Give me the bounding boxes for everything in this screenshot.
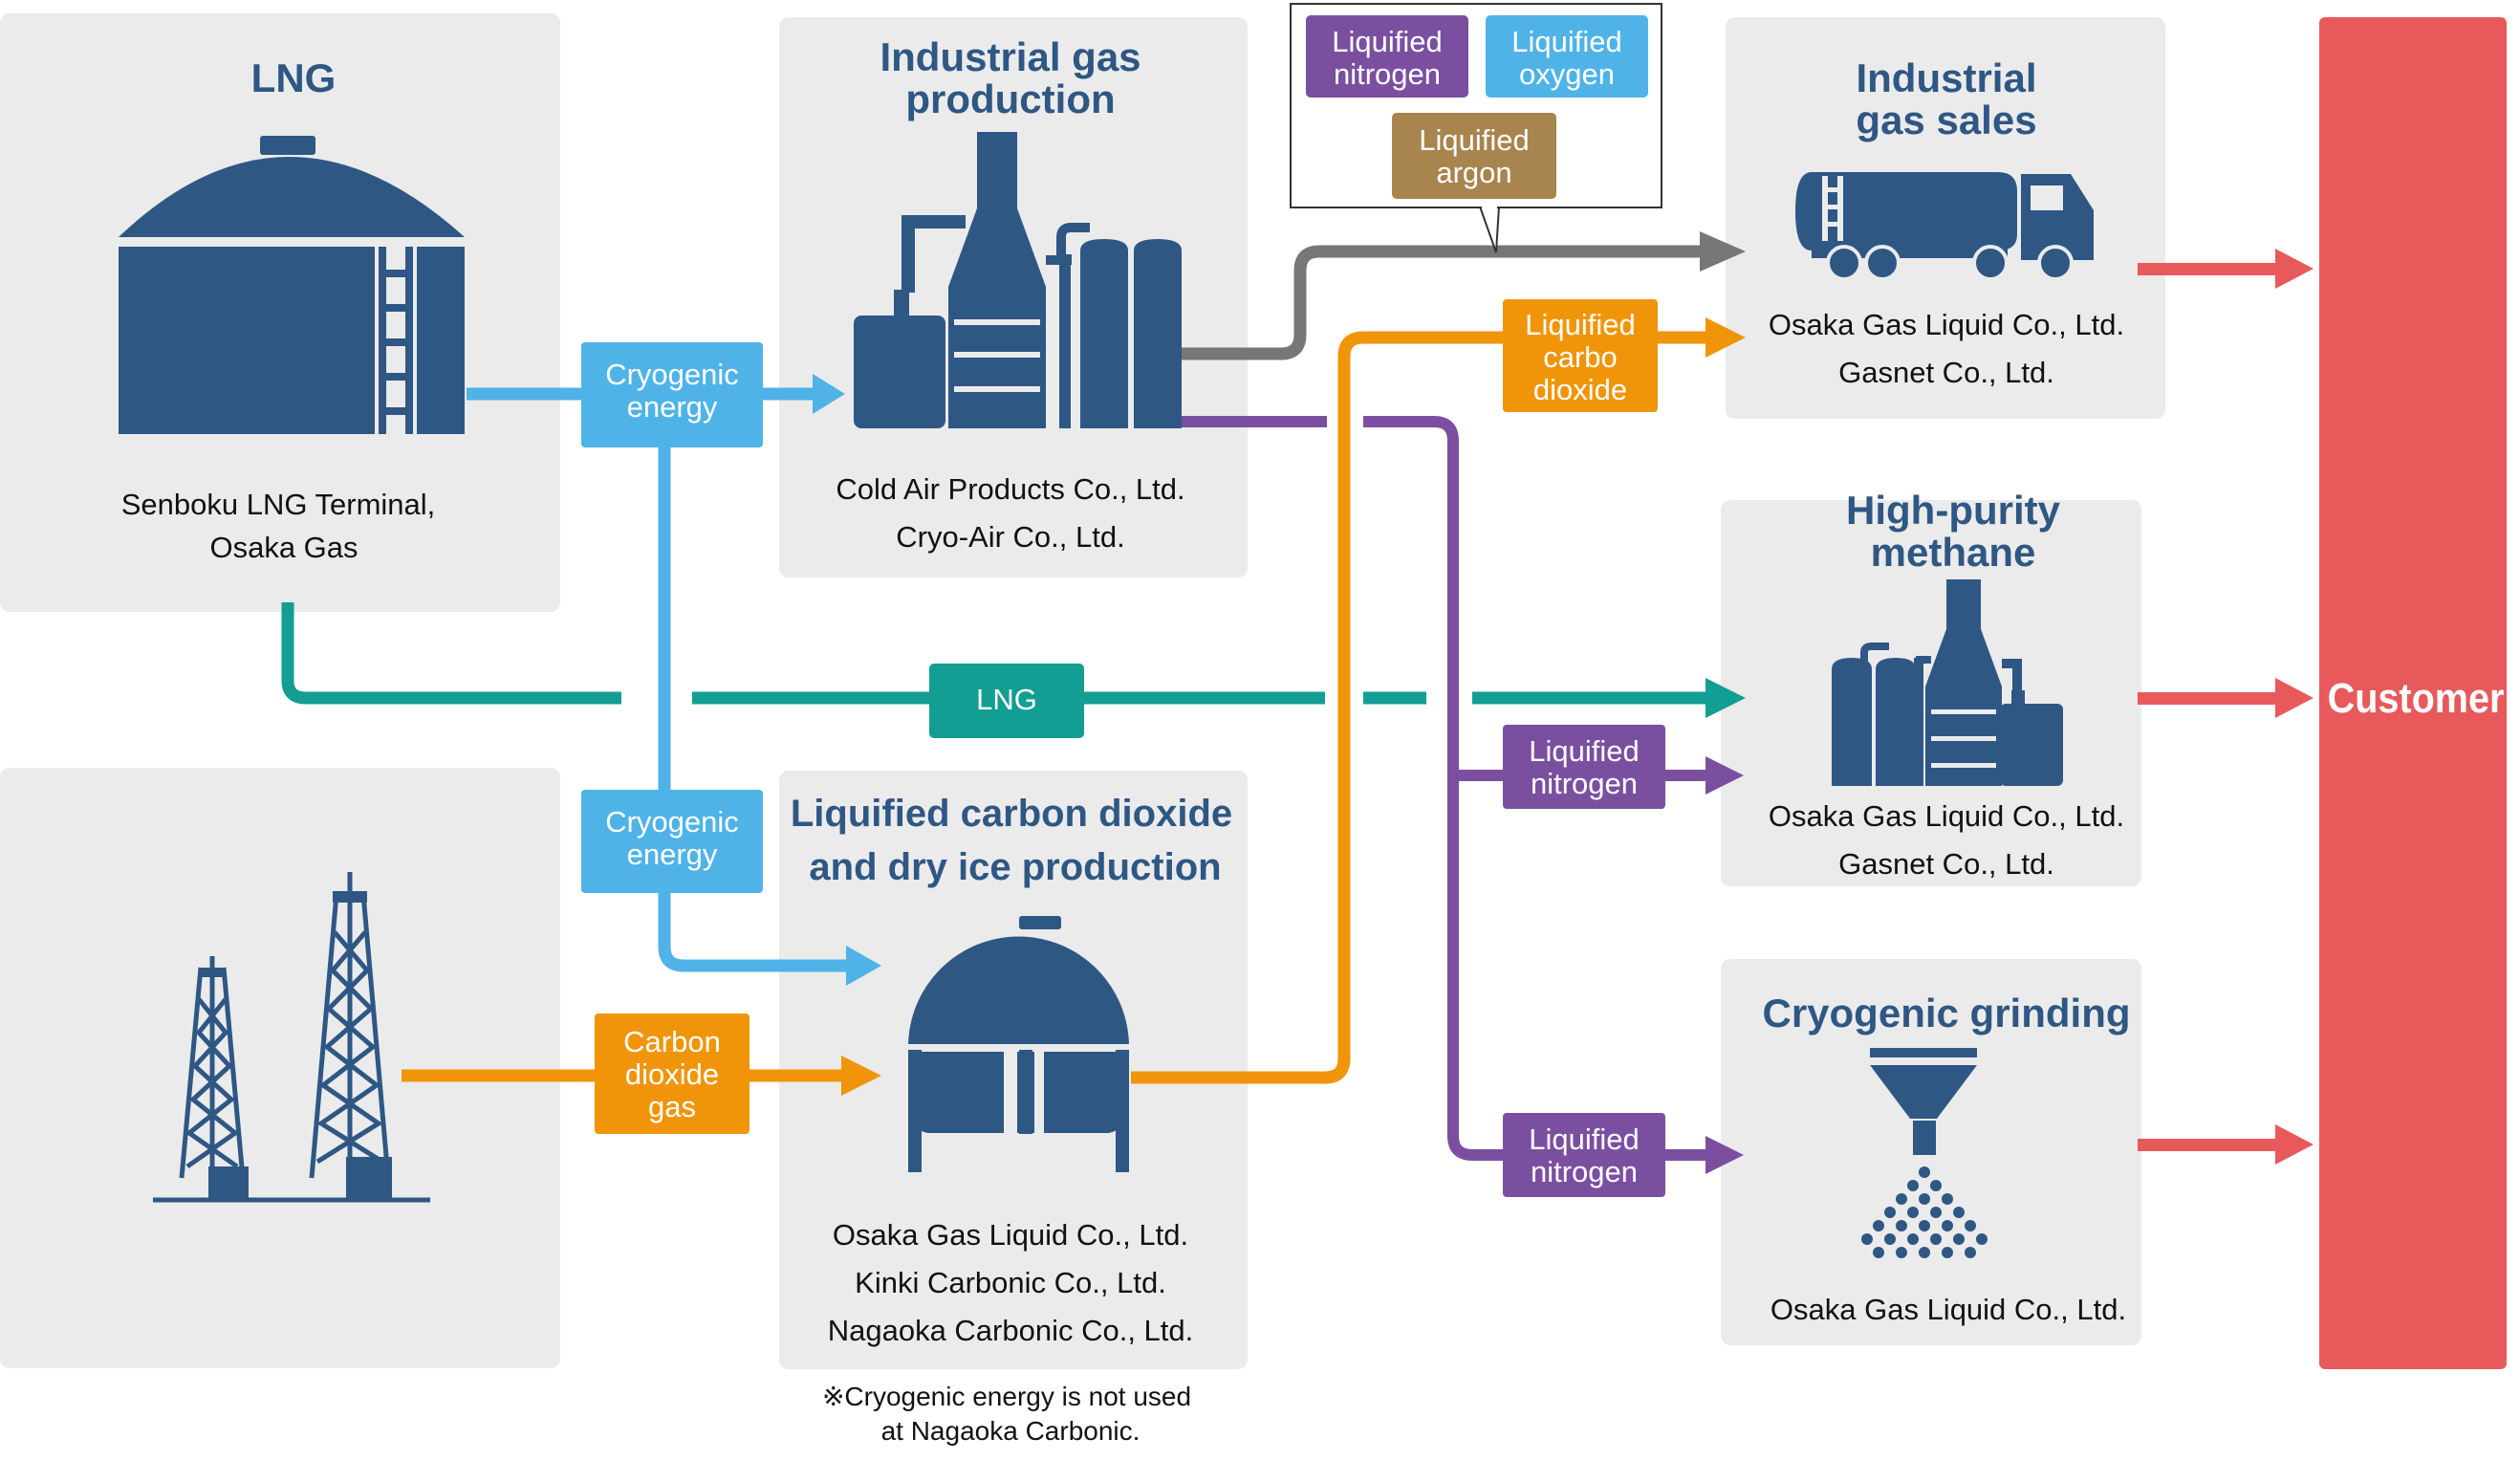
red-arrow-grinding-shaft bbox=[2138, 1139, 2281, 1151]
cyan-flow-arrowhead-down bbox=[846, 946, 881, 986]
cryogenic-energy-tag-2-line1: Cryogenic bbox=[605, 805, 739, 839]
lng-flow-tag bbox=[929, 664, 1084, 738]
liquefied-co2-production-title-line1: Liquified carbon dioxide bbox=[791, 793, 1232, 835]
lng-panel-title: LNG bbox=[251, 55, 337, 100]
cryogenic-grinding-company-line1: Osaka Gas Liquid Co., Ltd. bbox=[1771, 1293, 2126, 1326]
liquefied-nitrogen-grinding-line2: nitrogen bbox=[1531, 1155, 1638, 1188]
liquefied-nitrogen-grinding-tag bbox=[1503, 1113, 1665, 1197]
co2-tank-icon bbox=[899, 916, 1138, 1172]
liquefied-nitrogen-methane-line1: Liquified bbox=[1529, 734, 1639, 768]
lng-flow-tag-label: LNG bbox=[976, 683, 1037, 716]
callout-nitrogen-tag bbox=[1306, 15, 1468, 98]
liquefied-co2-production-title-line2: and dry ice production bbox=[809, 846, 1221, 888]
industrial-gas-production-title-line2: production bbox=[905, 76, 1115, 121]
callout-argon-line2: argon bbox=[1436, 156, 1511, 189]
callout-oxygen-line2: oxygen bbox=[1519, 57, 1615, 91]
lng-panel-company-line2: Osaka Gas bbox=[209, 531, 358, 564]
liquefied-co2-production-company-line2: Kinki Carbonic Co., Ltd. bbox=[855, 1266, 1166, 1299]
liquefied-co2-production-note-line2: at Nagaoka Carbonic. bbox=[881, 1416, 1141, 1446]
orange-co2-gas-arrowhead bbox=[841, 1056, 881, 1096]
co2-gas-tag bbox=[595, 1013, 749, 1134]
teal-lng-line-left bbox=[281, 602, 621, 705]
liquefied-co2-tag-line1: Liquified bbox=[1525, 308, 1635, 341]
industrial-gas-sales-title-line1: Industrial bbox=[1856, 55, 2036, 100]
liquefied-co2-tag bbox=[1503, 299, 1658, 412]
liquefied-nitrogen-methane-line2: nitrogen bbox=[1531, 767, 1638, 800]
red-arrow-methane-head bbox=[2275, 678, 2314, 718]
liquefied-co2-production-note-line1: ※Cryogenic energy is not used bbox=[822, 1382, 1191, 1411]
orange-liquefied-co2-arrowhead bbox=[1705, 317, 1746, 358]
purple-flow-line-b bbox=[1363, 416, 1709, 1161]
industrial-gas-plant-icon bbox=[854, 132, 1182, 428]
gas-rig-icon bbox=[153, 872, 430, 1203]
callout-argon-tag bbox=[1392, 113, 1556, 199]
industrial-gas-production-title-line1: Industrial gas bbox=[880, 34, 1141, 79]
industrial-gas-sales-company-line1: Osaka Gas Liquid Co., Ltd. bbox=[1769, 308, 2124, 341]
lng-tank-icon bbox=[119, 136, 465, 434]
co2-gas-tag-line3: gas bbox=[648, 1090, 696, 1123]
high-purity-methane-title-line2: methane bbox=[1871, 530, 2036, 575]
purple-grinding-arrowhead bbox=[1705, 1136, 1744, 1174]
high-purity-methane-company-line1: Osaka Gas Liquid Co., Ltd. bbox=[1769, 799, 2124, 833]
teal-lng-arrowhead bbox=[1705, 678, 1746, 718]
industrial-gas-sales-company-line2: Gasnet Co., Ltd. bbox=[1838, 356, 2054, 389]
cryogenic-energy-tag-1-line1: Cryogenic bbox=[605, 358, 739, 391]
liquefied-co2-tag-line2: carbo bbox=[1543, 340, 1618, 374]
callout-nitrogen-line1: Liquified bbox=[1332, 25, 1442, 58]
gray-flow-arrowhead bbox=[1700, 231, 1746, 272]
cryogenic-energy-tag-1-line2: energy bbox=[627, 390, 718, 424]
cryogenic-energy-tag-2 bbox=[581, 790, 763, 893]
callout-nitrogen-line2: nitrogen bbox=[1334, 57, 1441, 91]
cyan-flow-arrowhead-top bbox=[813, 374, 845, 414]
customer-bar bbox=[2319, 17, 2507, 1369]
high-purity-methane-title-line1: High-purity bbox=[1846, 488, 2061, 533]
grinding-funnel-icon bbox=[1861, 1048, 1988, 1258]
customer-label: Customer bbox=[2328, 674, 2505, 721]
industrial-gas-production-company-line2: Cryo-Air Co., Ltd. bbox=[896, 520, 1124, 554]
cryogenic-energy-tag-1 bbox=[581, 342, 763, 447]
co2-gas-tag-line1: Carbon bbox=[623, 1025, 721, 1058]
liquefied-nitrogen-methane-tag bbox=[1503, 725, 1665, 809]
callout-oxygen-tag bbox=[1486, 15, 1648, 98]
liquefied-co2-tag-line3: dioxide bbox=[1533, 373, 1627, 406]
lng-panel-company-line1: Senboku LNG Terminal, bbox=[121, 488, 436, 521]
callout-argon-line1: Liquified bbox=[1419, 123, 1529, 157]
methane-plant-icon bbox=[1832, 579, 2063, 786]
cyan-flow-line-down bbox=[658, 440, 851, 972]
red-arrow-sales-shaft bbox=[2138, 263, 2281, 275]
cryogenic-energy-tag-2-line2: energy bbox=[627, 838, 718, 871]
high-purity-methane-company-line2: Gasnet Co., Ltd. bbox=[1838, 847, 2054, 881]
tanker-truck-icon bbox=[1795, 172, 2094, 281]
callout-gap bbox=[1482, 204, 1497, 209]
liquefied-co2-production-company-line1: Osaka Gas Liquid Co., Ltd. bbox=[833, 1218, 1188, 1252]
callout-oxygen-line1: Liquified bbox=[1511, 25, 1621, 58]
liquefied-co2-production-company-line3: Nagaoka Carbonic Co., Ltd. bbox=[828, 1314, 1194, 1347]
purple-methane-arrowhead bbox=[1705, 756, 1744, 795]
red-arrow-grinding-head bbox=[2275, 1124, 2314, 1165]
co2-gas-tag-line2: dioxide bbox=[625, 1057, 719, 1091]
gas-field-panel bbox=[0, 768, 560, 1368]
red-arrow-sales-head bbox=[2275, 249, 2314, 289]
red-arrow-methane-shaft bbox=[2138, 692, 2281, 705]
industrial-gas-sales-title-line2: gas sales bbox=[1856, 98, 2036, 142]
industrial-gas-production-company-line1: Cold Air Products Co., Ltd. bbox=[836, 472, 1184, 506]
liquefied-nitrogen-grinding-line1: Liquified bbox=[1529, 1122, 1639, 1156]
gray-flow-line bbox=[1182, 245, 1700, 360]
orange-liquefied-co2-line bbox=[1131, 331, 1705, 1084]
cryogenic-grinding-title: Cryogenic grinding bbox=[1762, 991, 2130, 1035]
